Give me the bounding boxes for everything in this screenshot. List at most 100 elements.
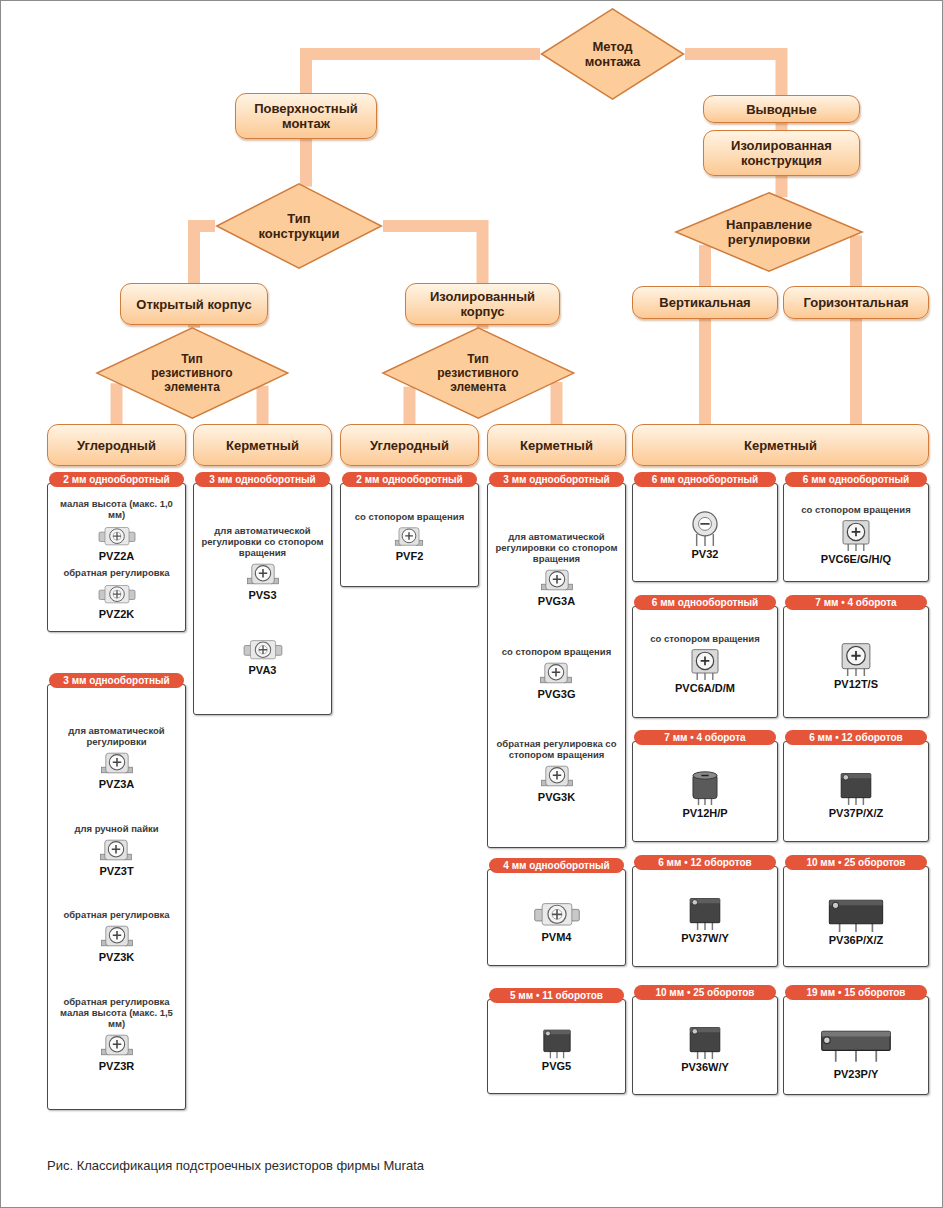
resistor-photo-shape bbox=[99, 527, 135, 544]
part-number: PVZ3K bbox=[99, 951, 134, 964]
product-card: 6 мм однооборотныйPV32 bbox=[632, 472, 778, 582]
node-label: Горизонтальная bbox=[790, 295, 922, 310]
product-card: 10 мм • 25 оборотовPV36P/X/Z bbox=[783, 855, 929, 967]
part-number: PVC6A/D/M bbox=[675, 682, 735, 695]
diamond-outline bbox=[541, 9, 683, 99]
resistor-photo-shape bbox=[101, 926, 132, 946]
card-group: со стопором вращенияPVG3G bbox=[502, 646, 611, 701]
connector-bar bbox=[685, 54, 782, 95]
category-box: Углеродный bbox=[340, 424, 479, 466]
card-header: 6 мм • 12 оборотов bbox=[634, 855, 776, 870]
card-body: PV12H/P bbox=[632, 741, 778, 842]
part-number: PVG3K bbox=[538, 791, 575, 804]
card-header: 7 мм • 4 оборота bbox=[634, 730, 776, 745]
card-body: PVG5 bbox=[487, 999, 626, 1094]
card-body: PV23P/Y bbox=[783, 996, 929, 1095]
feature-note: со стопором вращения bbox=[502, 646, 611, 657]
resistor-photo bbox=[828, 769, 884, 806]
part-number: PV37P/X/Z bbox=[829, 807, 883, 820]
card-header: 7 мм • 4 оборота bbox=[785, 595, 927, 610]
card-header: 6 мм однооборотный bbox=[785, 472, 927, 487]
card-group: PV36W/Y bbox=[677, 1021, 733, 1074]
label-group: Направление регулировки bbox=[710, 192, 828, 272]
resistor-photo-shape bbox=[541, 766, 572, 786]
connector-bar bbox=[383, 226, 483, 283]
resistor-photo-shape bbox=[101, 840, 132, 860]
resistor-photo-shape bbox=[692, 650, 718, 680]
decision-diamond: Направление регулировки bbox=[674, 192, 864, 272]
node-label: Тип конструкции bbox=[247, 211, 351, 241]
feature-note: обратная регулировка со стопором вращени… bbox=[491, 738, 622, 760]
part-number: PV36P/X/Z bbox=[829, 934, 883, 947]
card-body: для автоматической регулировки со стопор… bbox=[487, 483, 626, 848]
node-label: Керметный bbox=[200, 438, 325, 453]
connector-bar bbox=[257, 386, 269, 424]
part-number: PV12H/P bbox=[682, 807, 727, 820]
part-number: PVG3A bbox=[538, 595, 575, 608]
resistor-photo bbox=[97, 522, 137, 549]
resistor-photo bbox=[96, 749, 138, 777]
node-label: Изолированная конструкция bbox=[710, 138, 853, 168]
card-group: PVA3 bbox=[242, 633, 284, 677]
connector-bar bbox=[850, 235, 862, 286]
node-label: Керметный bbox=[639, 438, 922, 453]
label-group: Тип резистивного элемента bbox=[143, 327, 240, 419]
resistor-photo bbox=[242, 635, 284, 663]
decision-diamond: Метод монтажа bbox=[540, 8, 685, 100]
card-group: PV37P/X/Z bbox=[828, 767, 884, 820]
resistor-photo-shape bbox=[101, 754, 132, 774]
card-header: 6 мм • 12 оборотов bbox=[785, 730, 927, 745]
card-body: для автоматической регулировкиPVZ3Aдля р… bbox=[47, 684, 186, 1110]
resistor-photo-shape bbox=[842, 643, 870, 675]
part-number: PVM4 bbox=[542, 931, 572, 944]
node-label: Тип резистивного элемента bbox=[429, 352, 526, 394]
card-header: 3 мм однооборотный bbox=[489, 472, 624, 487]
resistor-photo-shape bbox=[247, 564, 278, 584]
product-card: 3 мм однооборотный для автоматической рег… bbox=[487, 472, 626, 848]
card-group: для автоматической регулировки со стопор… bbox=[491, 531, 622, 608]
part-number: PVZ2K bbox=[99, 608, 134, 621]
diamond-outline bbox=[217, 184, 382, 268]
diamond-outline bbox=[676, 193, 862, 271]
card-group: PV36P/X/Z bbox=[825, 890, 887, 947]
connector-bar bbox=[194, 226, 215, 283]
resistor-photo bbox=[825, 892, 887, 933]
node-label: Направление регулировки bbox=[710, 217, 828, 247]
product-card: 6 мм • 12 оборотовPV37P/X/Z bbox=[783, 730, 929, 842]
resistor-photo bbox=[677, 1023, 733, 1060]
connector-bar bbox=[188, 325, 200, 328]
part-number: PV12T/S bbox=[834, 678, 878, 691]
node-label: Вертикальная bbox=[639, 295, 771, 310]
node-label: Изолированный корпус bbox=[412, 289, 553, 319]
feature-note: для автоматической регулировки со стопор… bbox=[197, 525, 328, 558]
category-box: Керметный bbox=[487, 424, 626, 466]
category-box: Выводные bbox=[703, 95, 860, 123]
resistor-photo bbox=[828, 640, 884, 677]
node-label: Поверхностный монтаж bbox=[242, 101, 370, 131]
card-body: PVM4 bbox=[487, 869, 626, 966]
resistor-photo-shape bbox=[396, 528, 424, 546]
feature-note: со стопором вращения bbox=[355, 511, 464, 522]
category-box: Горизонтальная bbox=[783, 286, 929, 319]
connector-bar bbox=[699, 319, 711, 424]
card-body: PV36W/Y bbox=[632, 996, 778, 1095]
resistor-photo bbox=[96, 1031, 138, 1059]
card-header: 19 мм • 15 оборотов bbox=[785, 985, 927, 1000]
feature-note: обратная регулировка bbox=[63, 909, 169, 920]
resistor-photo-shape bbox=[829, 900, 882, 932]
part-number: PVZ3R bbox=[99, 1060, 134, 1073]
resistor-photo bbox=[677, 894, 733, 931]
card-header: 2 мм однооборотный bbox=[49, 472, 184, 487]
category-box: Изолированная конструкция bbox=[703, 130, 860, 176]
product-card: 10 мм • 25 оборотовPV36W/Y bbox=[632, 985, 778, 1095]
product-card: 2 мм однооборотныйсо стопором вращенияPV… bbox=[340, 472, 479, 587]
product-card: 2 мм однооборотныймалая высота (макс. 1,… bbox=[47, 472, 186, 632]
resistor-photo bbox=[532, 897, 582, 930]
card-header: 10 мм • 25 оборотов bbox=[634, 985, 776, 1000]
resistor-photo-shape bbox=[693, 512, 717, 546]
category-box: Керметный bbox=[632, 424, 929, 466]
resistor-photo-shape bbox=[534, 904, 579, 925]
feature-note: обратная регулировка bbox=[63, 567, 169, 578]
card-body: PV37P/X/Z bbox=[783, 741, 929, 842]
